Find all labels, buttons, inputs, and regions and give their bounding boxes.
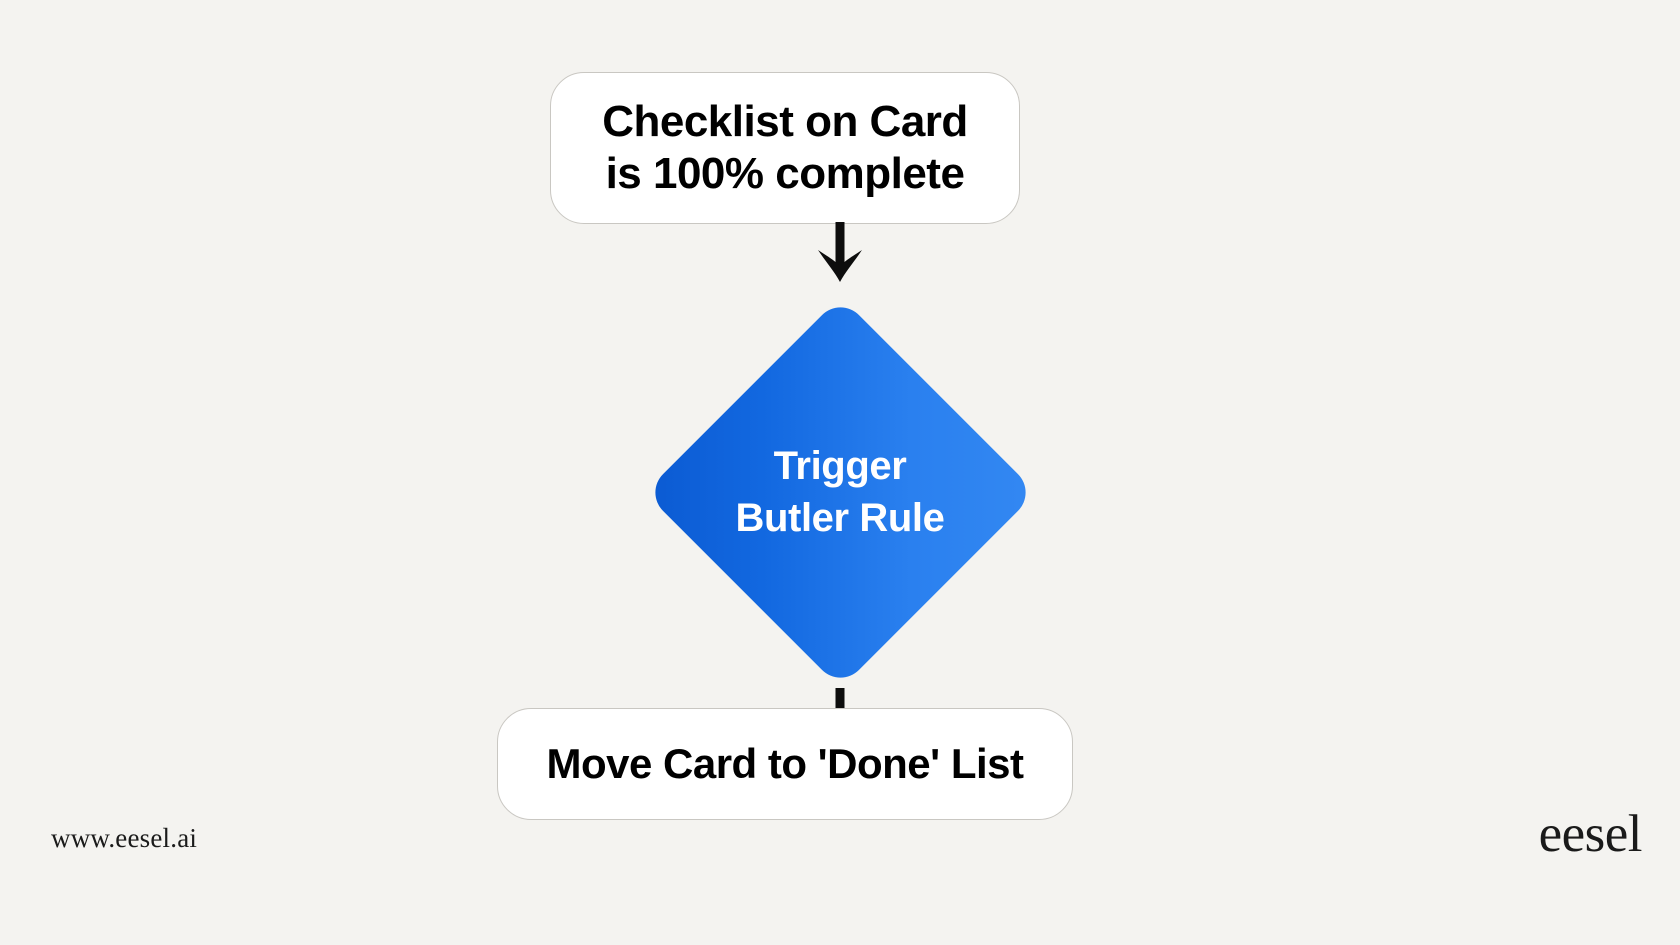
flow-node-trigger-label: Checklist on Card is 100% complete <box>602 97 968 198</box>
flow-node-decision-label: Trigger Butler Rule <box>735 444 945 540</box>
flow-node-trigger: Checklist on Card is 100% complete <box>550 72 1020 224</box>
flow-node-decision: Trigger Butler Rule <box>644 296 1036 688</box>
footer-website-url: www.eesel.ai <box>51 823 198 853</box>
flow-node-action-label: Move Card to 'Done' List <box>546 739 1024 787</box>
arrow-trigger-to-decision <box>818 222 862 282</box>
flow-node-action: Move Card to 'Done' List <box>497 708 1073 820</box>
brand-logo-eesel: eesel <box>1538 805 1643 863</box>
